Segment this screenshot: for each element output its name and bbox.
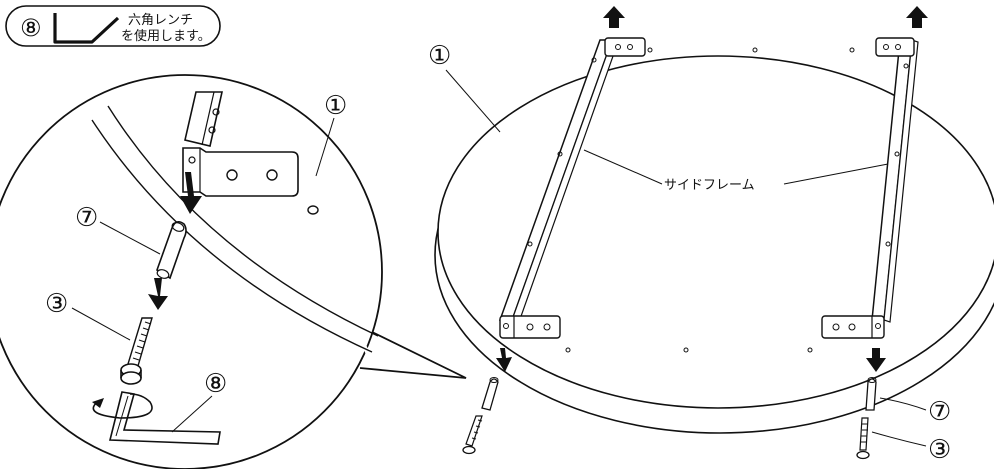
hex-wrench-icon (53, 13, 120, 44)
tabletop-hole (849, 47, 855, 53)
tool-note-number: ⑧ (20, 14, 42, 42)
up-arrow-icon (906, 6, 928, 28)
leader-line (879, 397, 927, 411)
label-bolt-detail: ③ (45, 289, 68, 319)
label-tabletop: ① (428, 41, 451, 71)
tabletop-edge-lower (107, 105, 379, 337)
down-arrow-icon (148, 278, 168, 310)
tool-note-line1: 六角レンチ (128, 13, 193, 28)
spacer-part-left (481, 377, 499, 411)
label-spacer: ⑦ (928, 397, 951, 427)
detail-magnifier: ① ⑦ ③ ⑧ (0, 74, 467, 469)
side-frame-right (821, 37, 919, 339)
bolt-part (120, 317, 153, 385)
down-arrow-icon (180, 172, 202, 214)
spacer-part (156, 220, 187, 280)
spacer-part-right (865, 377, 877, 411)
bolt-part-right (856, 417, 870, 460)
leader-line (99, 221, 161, 255)
down-arrow-icon (866, 348, 886, 372)
tabletop-hole (647, 47, 653, 53)
rotate-arrowhead-icon (92, 398, 104, 408)
tabletop-hole (683, 347, 689, 353)
label-tabletop-detail: ① (324, 91, 347, 121)
tabletop-overview: サイドフレーム ① ⑦ ③ (428, 6, 994, 465)
side-frame-detail (182, 91, 299, 197)
hex-wrench-part (92, 391, 221, 445)
leader-line (583, 149, 663, 185)
tabletop-edge-upper (91, 119, 373, 353)
label-bolt: ③ (928, 435, 951, 465)
callout-tail (359, 329, 467, 379)
rotate-arrow-icon (92, 393, 153, 419)
tool-note: ⑧ 六角レンチ を使用します。 (5, 5, 221, 47)
tool-note-line2: を使用します。 (121, 28, 211, 44)
side-frame-label: サイドフレーム (664, 178, 755, 193)
leader-line (783, 163, 889, 185)
bolt-part-left (462, 415, 483, 455)
tabletop-hole (807, 347, 813, 353)
down-arrow-icon (496, 348, 512, 372)
up-arrow-icon (603, 6, 625, 28)
leader-line (315, 117, 335, 177)
side-frame-left (498, 37, 646, 339)
tabletop-hole (565, 347, 571, 353)
label-wrench-detail: ⑧ (204, 369, 227, 399)
leader-line (445, 69, 501, 133)
label-spacer-detail: ⑦ (75, 203, 98, 233)
leader-line (171, 395, 213, 433)
leader-line (871, 431, 927, 447)
leader-line (71, 307, 131, 341)
tabletop-hole (752, 47, 758, 53)
tabletop-hole (307, 205, 319, 215)
